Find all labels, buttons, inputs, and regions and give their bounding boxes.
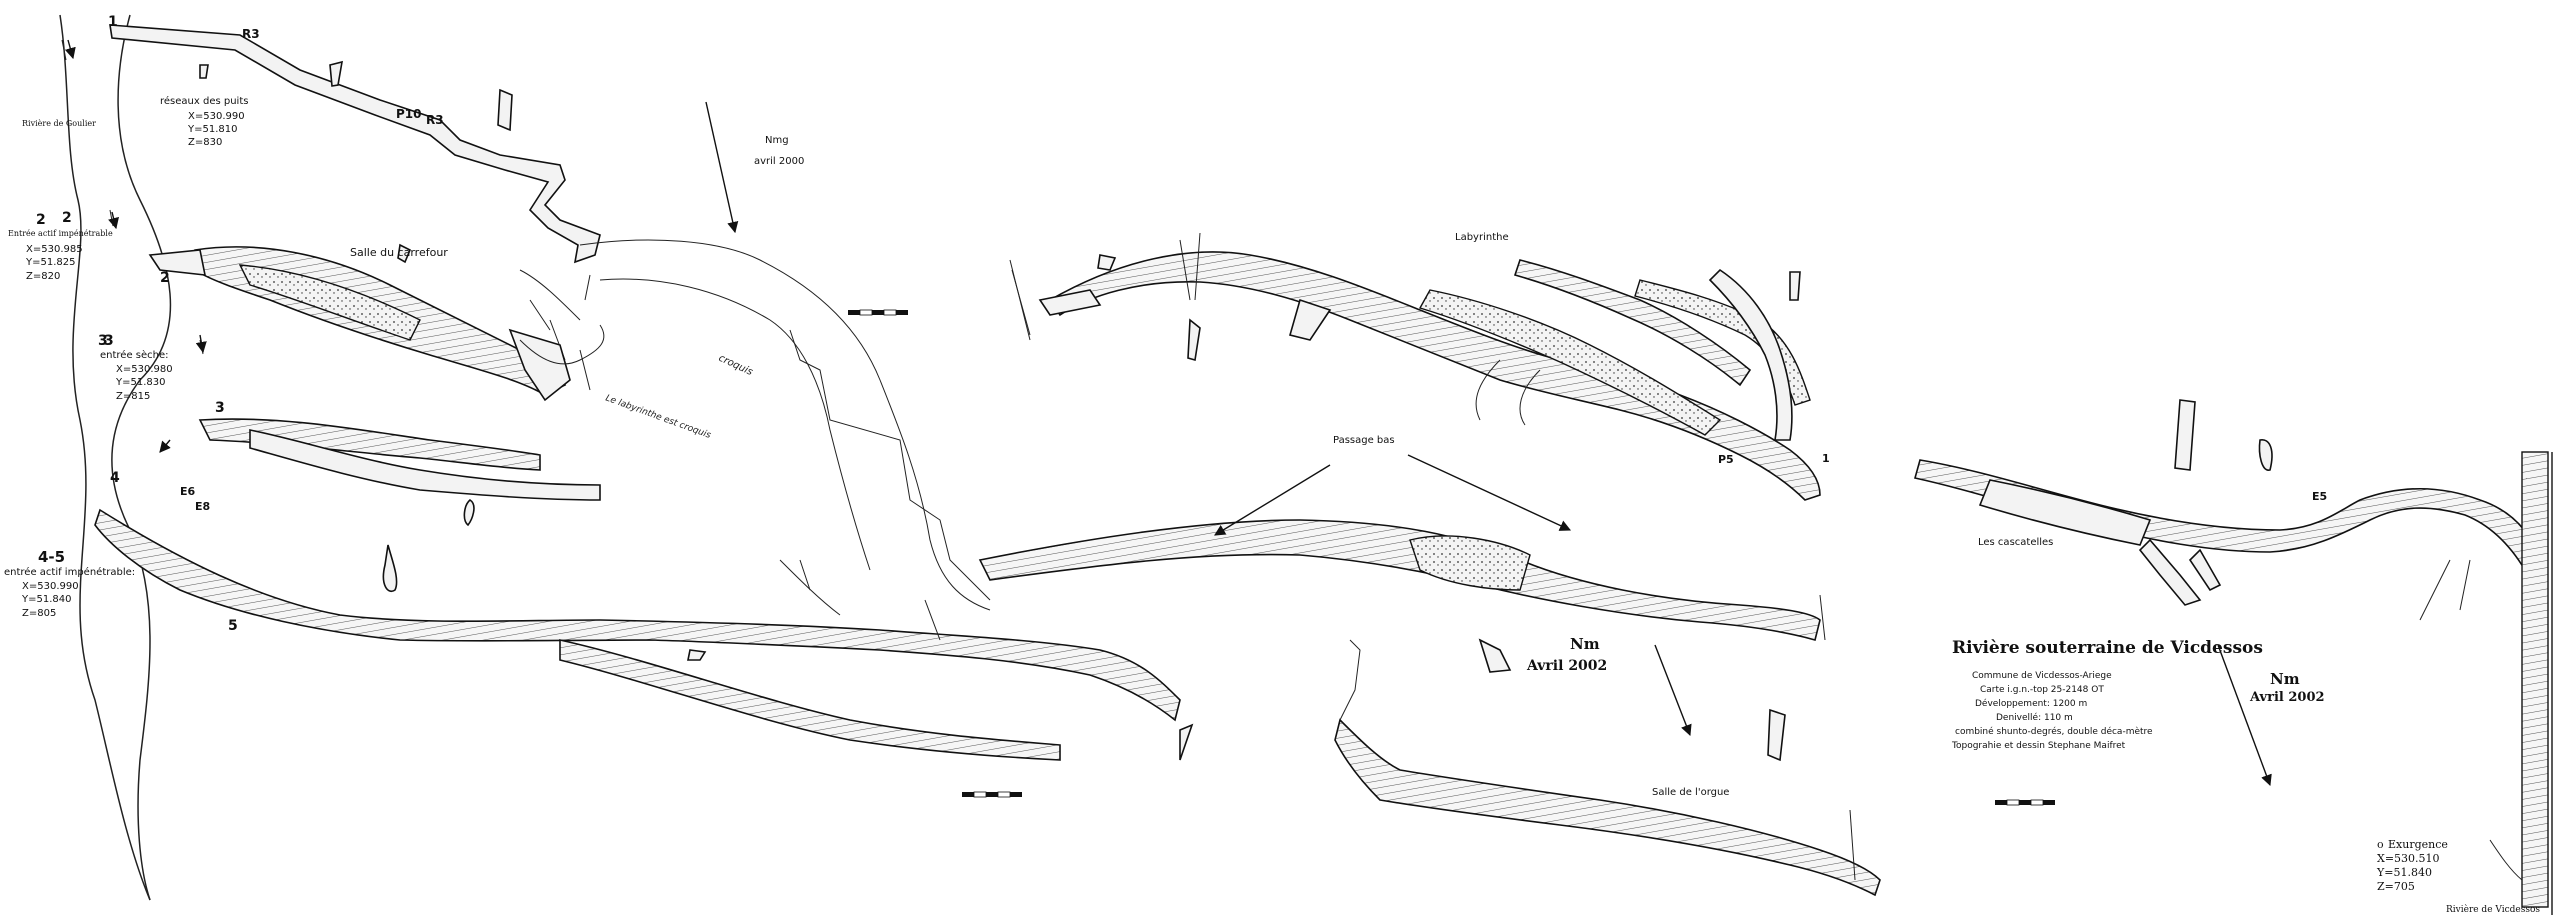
entrance-2-x: X=530.985 bbox=[26, 244, 83, 255]
riviere-vicdessos bbox=[2489, 451, 2553, 915]
pointer-arrow-icon bbox=[1407, 454, 1572, 531]
info-commune: Commune de Vicdessos-Ariege bbox=[1972, 671, 2112, 681]
entrance-2-num-text: 2 bbox=[36, 212, 46, 228]
scale-bar-3 bbox=[1995, 799, 2055, 806]
entrance-3-x: X=530.980 bbox=[116, 364, 173, 375]
entrance-1-z: Z=830 bbox=[188, 137, 222, 148]
section-cuts bbox=[584, 232, 1856, 881]
entrance-45-num: 4-5 bbox=[38, 548, 65, 566]
lower-passage-orgue bbox=[559, 639, 1881, 897]
scale-bar-1 bbox=[848, 309, 908, 316]
north-date-1: avril 2000 bbox=[754, 156, 804, 167]
exurgence-num: o bbox=[2377, 838, 2384, 851]
entrance-2-name: Entrée actif impénétrable bbox=[8, 229, 113, 238]
entrance-1-number: 1 bbox=[108, 14, 118, 30]
croquis-sketch bbox=[579, 239, 991, 611]
north-label-1: Nmg bbox=[765, 135, 789, 146]
exurgence-z: Z=705 bbox=[2377, 880, 2415, 893]
upper-passage bbox=[109, 24, 601, 264]
entrance-3-number: 3 bbox=[98, 333, 108, 349]
info-developpement: Développement: 1200 m bbox=[1975, 698, 2087, 709]
scale-bar-2 bbox=[962, 791, 1022, 798]
entrance-2-z: Z=820 bbox=[26, 271, 60, 282]
entrance-2-y: Y=51.825 bbox=[25, 257, 75, 268]
exurgence-x: X=530.510 bbox=[2377, 852, 2440, 865]
exurgence-y: Y=51.840 bbox=[2376, 866, 2432, 879]
entrance-3-name: entrée sèche: bbox=[100, 349, 169, 361]
middle-passage bbox=[978, 519, 1821, 641]
entrance-5-number: 5 bbox=[228, 618, 238, 634]
info-denivele: Denivellé: 110 m bbox=[1996, 712, 2073, 723]
cross-sections bbox=[199, 60, 2273, 762]
map-title: Rivière souterraine de Vicdessos bbox=[1952, 638, 2263, 658]
entrance-2-number: 2 bbox=[62, 210, 72, 226]
north-arrow-icon bbox=[705, 101, 739, 234]
north-arrow-icon bbox=[1654, 644, 1692, 737]
station-r3-a: R3 bbox=[242, 27, 260, 41]
salle-carrefour-label: Salle du carrefour bbox=[350, 246, 448, 259]
flow-arrows bbox=[64, 39, 207, 453]
entrance-45-y: Y=51.840 bbox=[21, 594, 71, 605]
entrance-3-y: Y=51.830 bbox=[115, 377, 165, 388]
station-1: 1 bbox=[1822, 452, 1830, 465]
pointer-arrow-icon bbox=[1214, 464, 1331, 536]
entrance-1-name: réseaux des puits bbox=[160, 95, 248, 107]
station-r3-b: R3 bbox=[426, 113, 444, 127]
main-lower-passage bbox=[94, 429, 1181, 722]
entrance-3-z: Z=815 bbox=[116, 391, 150, 402]
entrance-4-number: 4 bbox=[110, 470, 120, 486]
carrefour-network bbox=[148, 246, 605, 471]
info-methode: combiné shunto-degrés, double déca-mètre bbox=[1955, 726, 2153, 737]
entrance-3-marker: 3 bbox=[215, 400, 225, 416]
entrance-1-x: X=530.990 bbox=[188, 111, 245, 122]
station-e5: E5 bbox=[2312, 490, 2327, 503]
riviere-goulier-label: Rivière de Goulier bbox=[22, 119, 96, 128]
surface-river-goulier bbox=[59, 14, 204, 901]
salle-orgue-label: Salle de l'orgue bbox=[1652, 787, 1729, 798]
exurgence-name: Exurgence bbox=[2388, 838, 2448, 851]
station-e8: E8 bbox=[195, 500, 210, 513]
station-p10: P10 bbox=[396, 107, 422, 121]
north-label-2: Nm bbox=[1570, 635, 1600, 653]
entrance-1-y: Y=51.810 bbox=[187, 124, 237, 135]
north-date-2: Avril 2002 bbox=[1526, 658, 1607, 674]
labyrinthe-note-label: Le labyrinthe est croquis bbox=[604, 393, 712, 441]
info-auteur: Topograhie et dessin Stephane Maifret bbox=[1951, 741, 2126, 751]
station-p5: P5 bbox=[1718, 453, 1734, 466]
info-carte: Carte i.g.n.-top 25-2148 OT bbox=[1980, 685, 2104, 695]
labyrinthe-network bbox=[1009, 239, 1821, 501]
station-e6: E6 bbox=[180, 485, 196, 498]
entrance-2-marker: 2 bbox=[160, 270, 170, 286]
riviere-vicdessos-label: Rivière de Vicdessos bbox=[2446, 904, 2540, 915]
north-date-3: Avril 2002 bbox=[2249, 690, 2325, 705]
cascatelles-label: Les cascatelles bbox=[1978, 537, 2053, 548]
north-label-3: Nm bbox=[2270, 670, 2300, 688]
entrance-45-z: Z=805 bbox=[22, 608, 56, 619]
entrance-45-x: X=530.990 bbox=[22, 581, 79, 592]
entrance-3-num-text: 3 bbox=[104, 333, 114, 349]
entrance-45-name: entrée actif impénétrable: bbox=[4, 566, 135, 578]
labyrinthe-label: Labyrinthe bbox=[1455, 232, 1509, 243]
north-arrow-icon bbox=[2217, 644, 2272, 787]
passage-bas-label: Passage bas bbox=[1333, 435, 1395, 446]
croquis-label: croquis bbox=[717, 353, 755, 378]
